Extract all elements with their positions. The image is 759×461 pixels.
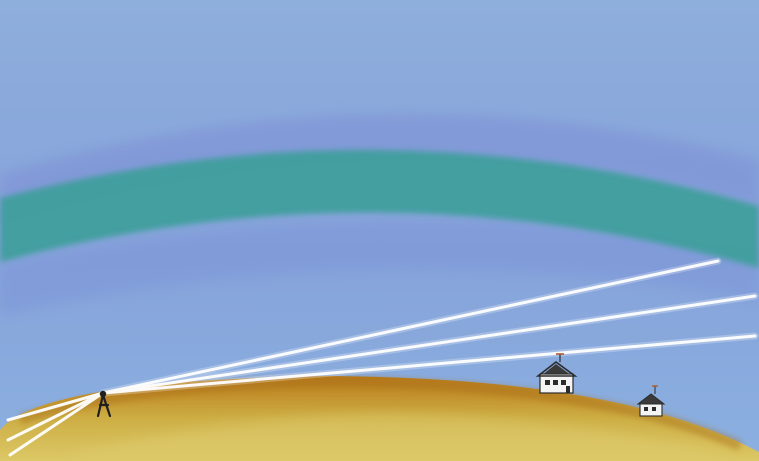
- illustration-scene: [0, 0, 759, 461]
